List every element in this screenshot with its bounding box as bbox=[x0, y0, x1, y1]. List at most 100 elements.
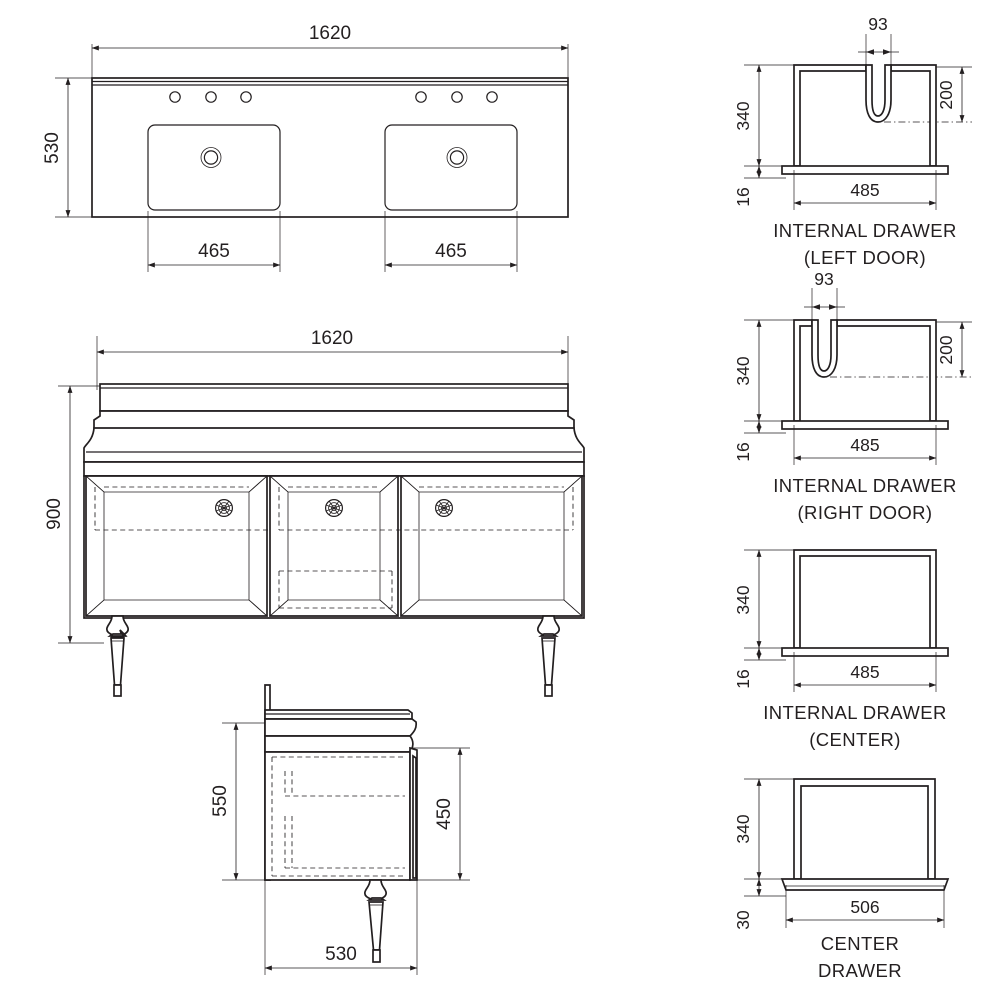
side-leg-foot bbox=[372, 949, 381, 963]
d1-left-wall bbox=[793, 64, 867, 167]
dim-d2-height: 340 bbox=[733, 319, 800, 422]
dim-d1-notch-depth: 200 bbox=[884, 66, 972, 123]
door-center-bevel-t bbox=[268, 475, 400, 493]
d4-title-line1: CENTER bbox=[821, 933, 899, 954]
side-leg-collar bbox=[364, 879, 387, 900]
dim-d3-height: 340 bbox=[733, 549, 800, 649]
knob-right[interactable] bbox=[435, 499, 454, 518]
d3-body bbox=[781, 549, 949, 657]
door-left-outer bbox=[85, 475, 268, 617]
dim-label-d2-notch-depth: 200 bbox=[936, 335, 956, 364]
dim-label-d1-height: 340 bbox=[733, 101, 753, 130]
dim-label-side-height: 550 bbox=[210, 785, 231, 817]
basin-right bbox=[384, 91, 518, 211]
knob-center[interactable] bbox=[325, 499, 344, 518]
leg-right-ring bbox=[538, 633, 559, 637]
side-leg-ring bbox=[366, 897, 387, 901]
dim-label-front-width: 1620 bbox=[311, 328, 353, 349]
cornice-cove bbox=[83, 427, 585, 463]
door-right-bevel-t bbox=[399, 475, 584, 493]
dim-d2-notch-depth: 200 bbox=[830, 321, 972, 378]
dim-d2-notch-width: 93 bbox=[804, 269, 845, 325]
leg-left-foot bbox=[113, 684, 122, 697]
dim-basin-right-width: 465 bbox=[384, 211, 518, 272]
leg-right-foot bbox=[544, 684, 553, 697]
dim-label-side-depth: 530 bbox=[325, 944, 357, 965]
leg-left-ring bbox=[107, 633, 128, 637]
side-hidden-drawers bbox=[271, 756, 405, 877]
dim-d3-width: 485 bbox=[793, 652, 937, 692]
side-cornice-cove bbox=[264, 735, 414, 753]
side-carcass bbox=[264, 751, 411, 881]
d3-title-line2: (CENTER) bbox=[809, 729, 901, 750]
d2-left-wall bbox=[793, 319, 813, 422]
dim-front-height: 900 bbox=[44, 385, 104, 644]
d4-body bbox=[780, 778, 950, 891]
d1-title-line2: (LEFT DOOR) bbox=[804, 247, 926, 268]
drain-inner-ring-right bbox=[449, 150, 465, 165]
dim-label-d3-width: 485 bbox=[850, 662, 879, 682]
dim-d1-width: 485 bbox=[793, 170, 937, 210]
dim-top-depth: 530 bbox=[42, 77, 96, 218]
leg-left bbox=[106, 615, 129, 697]
dim-label-d1-width: 485 bbox=[850, 180, 879, 200]
side-counter-profile bbox=[264, 718, 418, 737]
d1-right-wall bbox=[890, 64, 937, 167]
dim-label-d4-width: 506 bbox=[850, 897, 879, 917]
front-door-right bbox=[396, 475, 584, 617]
dim-label-basin-right: 465 bbox=[435, 241, 467, 262]
d1-title-line1: INTERNAL DRAWER bbox=[773, 220, 956, 241]
dim-label-d3-base: 16 bbox=[733, 669, 753, 688]
tap-hole-right-2 bbox=[451, 91, 463, 103]
dim-label-d2-notch-width: 93 bbox=[814, 269, 833, 289]
detail-internal-drawer-center: 340 16 485 INTERNAL DRAWER (CENTER) bbox=[733, 549, 949, 750]
d1-body bbox=[781, 64, 949, 175]
tap-hole-left-2 bbox=[205, 91, 217, 103]
dim-label-side-door-height: 450 bbox=[434, 798, 455, 830]
dim-d2-base: 16 bbox=[733, 420, 786, 462]
d3-title-line1: INTERNAL DRAWER bbox=[763, 702, 946, 723]
side-view-group: 550 450 bbox=[210, 684, 470, 975]
d2-right-wall bbox=[836, 319, 937, 422]
top-view-group: 1620 530 bbox=[42, 23, 569, 272]
leg-left-taper bbox=[110, 637, 125, 686]
tap-hole-left-3 bbox=[240, 91, 252, 103]
dim-side-door-height: 450 bbox=[410, 747, 470, 881]
front-countertop bbox=[99, 383, 569, 412]
knob-left[interactable] bbox=[215, 499, 234, 518]
front-door-left bbox=[84, 475, 273, 617]
dim-label-top-depth: 530 bbox=[42, 132, 63, 164]
side-door-leaf-inner bbox=[412, 754, 417, 879]
dim-d1-notch-width: 93 bbox=[858, 14, 899, 70]
detail-internal-drawer-left-door: 93 340 16 200 bbox=[733, 14, 972, 268]
basin-left bbox=[147, 91, 281, 211]
dim-label-d4-height: 340 bbox=[733, 814, 753, 843]
detail-center-drawer: 340 30 506 CENTER DRAWER bbox=[733, 778, 950, 981]
side-leg bbox=[364, 879, 387, 963]
leg-right bbox=[537, 615, 560, 697]
dim-d1-base: 16 bbox=[733, 165, 786, 207]
d2-base-plate bbox=[781, 420, 949, 430]
front-door-center bbox=[268, 475, 400, 617]
door-left-bevel-t bbox=[84, 475, 269, 493]
detail-internal-drawer-right-door: 93 340 16 200 bbox=[733, 269, 972, 523]
front-view-group: 1620 900 bbox=[44, 328, 585, 697]
drain-outer-ring-right bbox=[446, 147, 468, 168]
drain-inner-ring-left bbox=[203, 150, 219, 165]
front-cornice bbox=[83, 410, 585, 463]
door-center-bevel-b bbox=[268, 599, 400, 617]
d1-u-notch bbox=[865, 64, 892, 123]
dim-d4-height: 340 bbox=[733, 778, 800, 880]
d4-base-plate bbox=[780, 878, 950, 891]
dim-label-d2-height: 340 bbox=[733, 356, 753, 385]
d2-body bbox=[781, 319, 949, 430]
dim-d4-width: 506 bbox=[785, 885, 945, 928]
dim-d1-height: 340 bbox=[733, 64, 800, 167]
d3-base-plate bbox=[781, 647, 949, 657]
carcass-apron bbox=[83, 461, 585, 477]
dim-label-d2-width: 485 bbox=[850, 435, 879, 455]
door-right-bevel-b bbox=[399, 599, 584, 617]
drain-outer-ring-left bbox=[200, 147, 222, 168]
